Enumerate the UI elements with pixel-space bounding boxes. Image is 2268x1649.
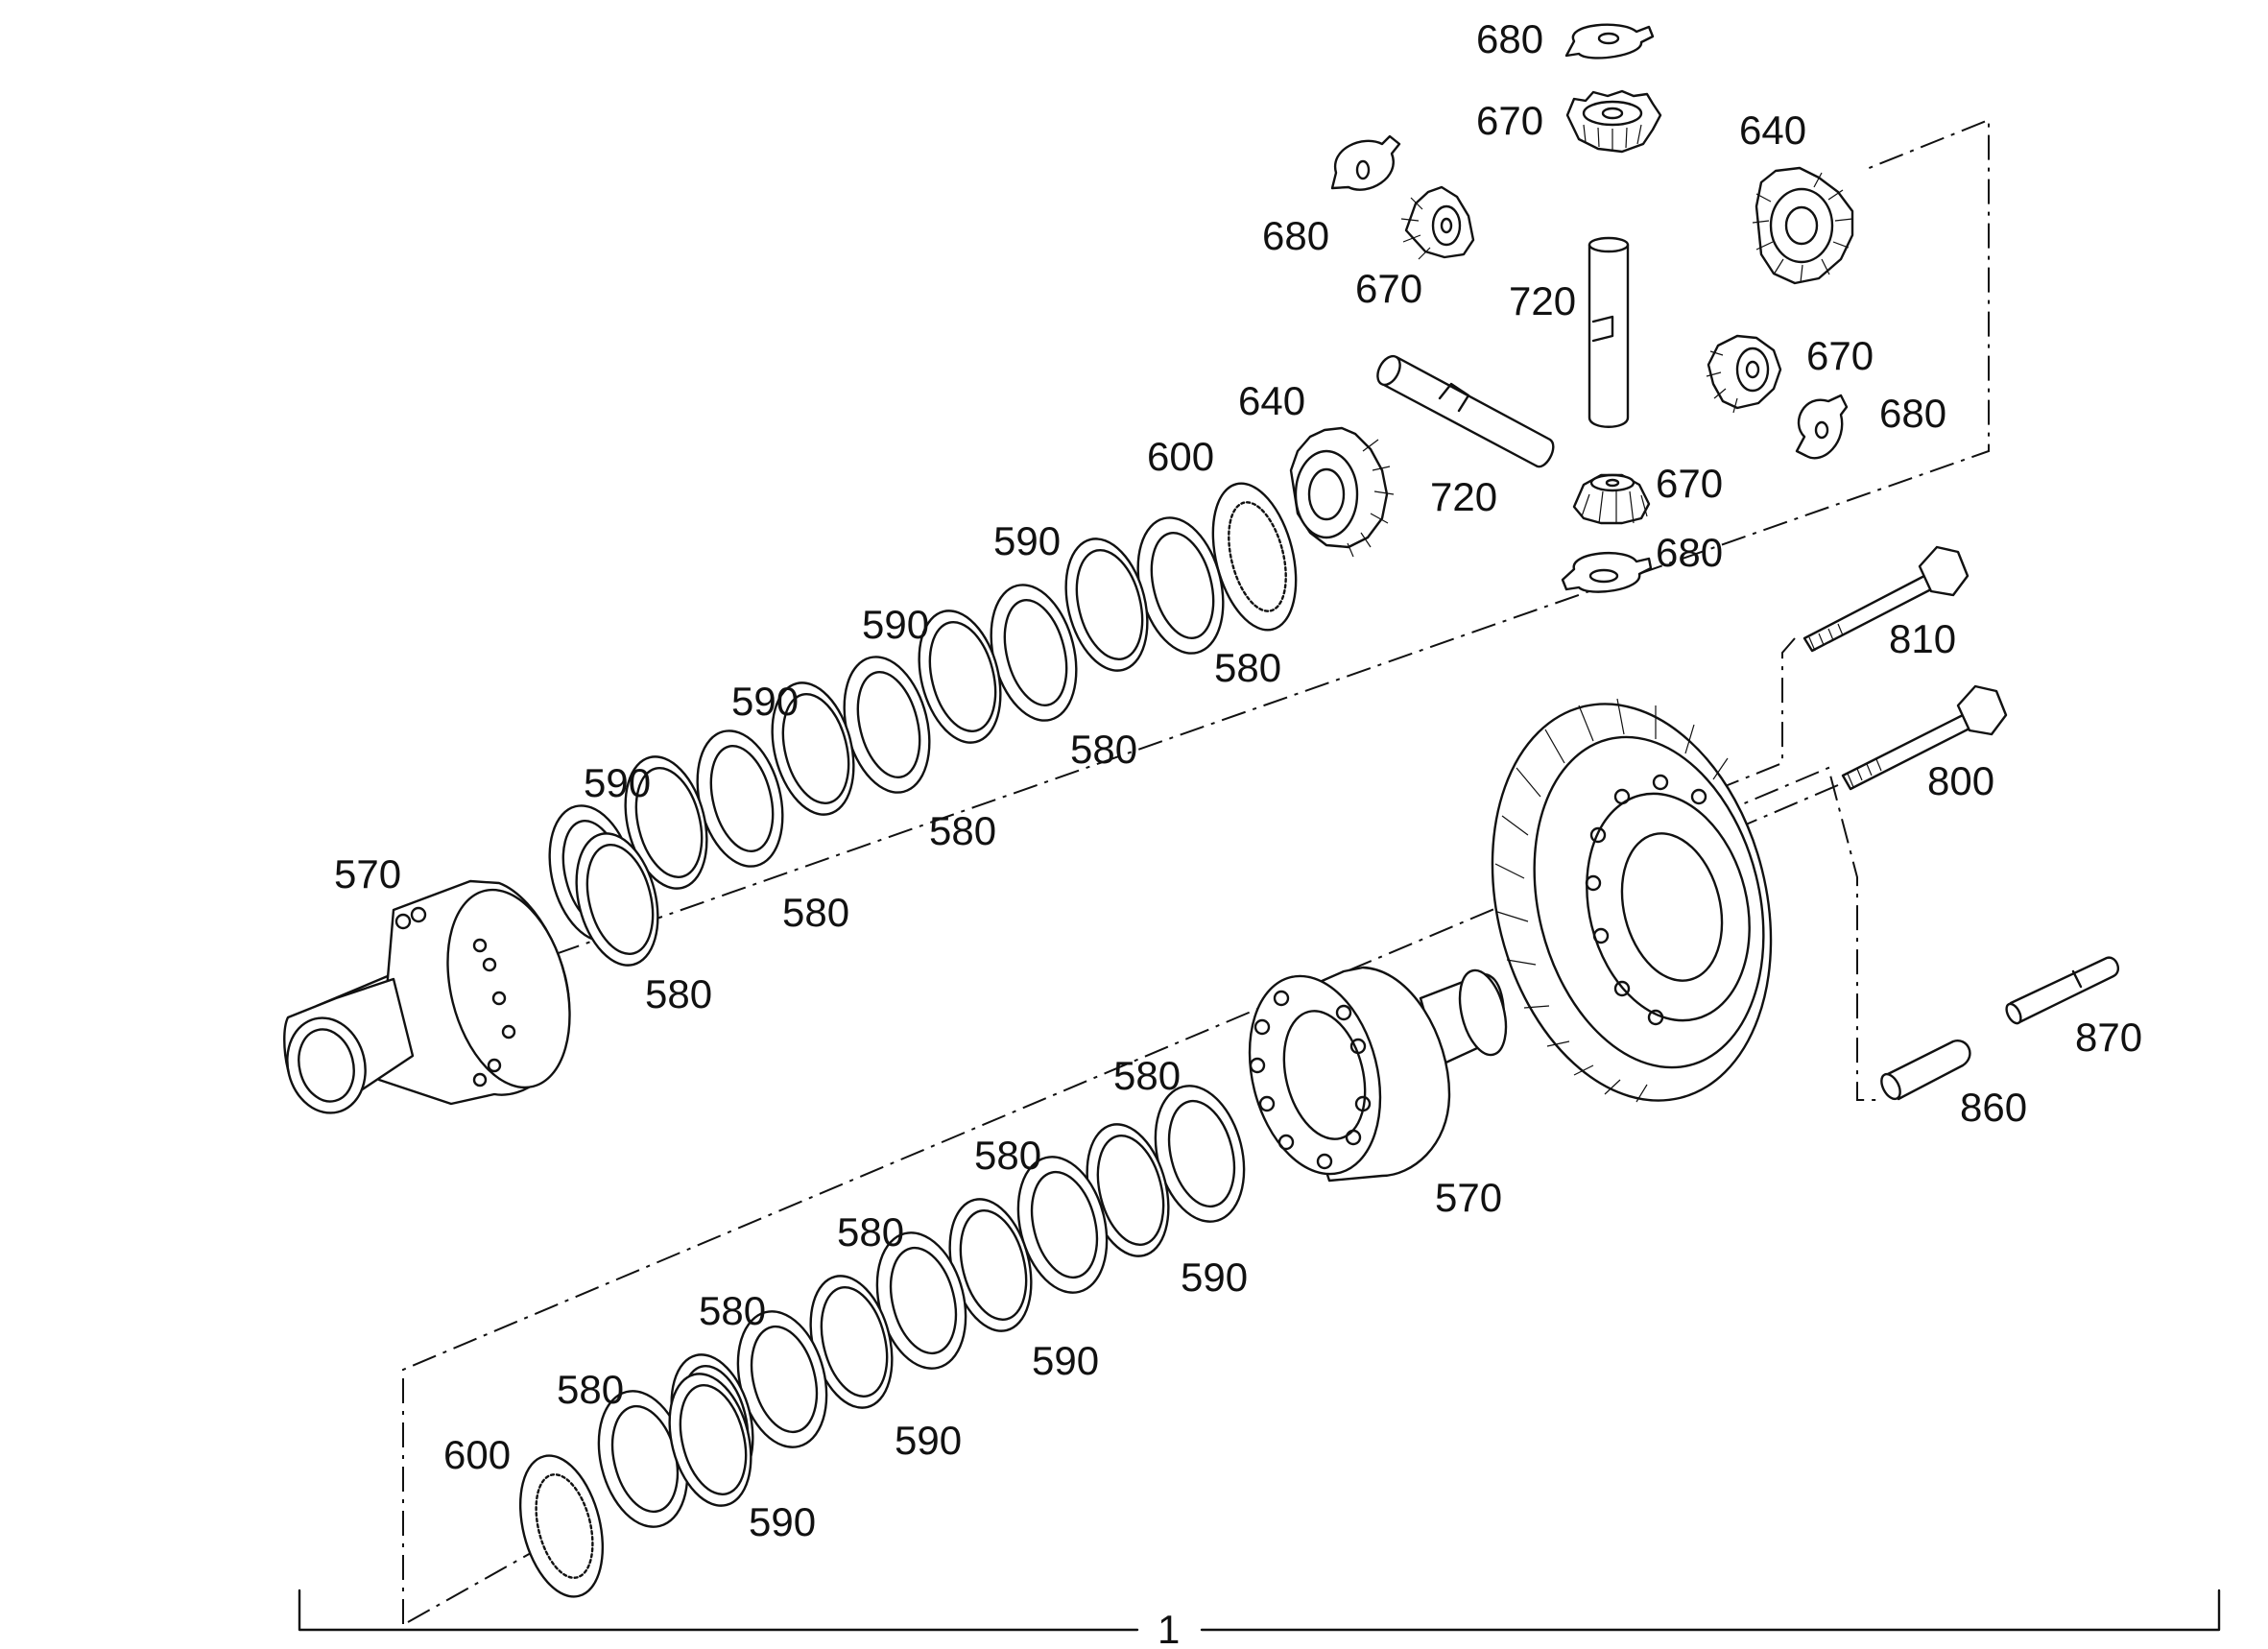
label-580: 580: [1214, 645, 1281, 690]
label-670: 670: [1656, 461, 1723, 506]
label-640: 640: [1238, 378, 1305, 423]
pin-860: [1880, 1040, 1971, 1101]
label-870: 870: [2075, 1015, 2142, 1060]
differential-housing-570-right: [1248, 966, 1508, 1183]
label-720: 720: [1430, 474, 1497, 519]
label-580: 580: [645, 971, 712, 1016]
label-570: 570: [334, 851, 401, 896]
label-590: 590: [731, 679, 799, 724]
cross-shaft-720-horizontal: [1376, 354, 1555, 468]
label-580: 580: [974, 1133, 1041, 1178]
bolt-810: [1802, 545, 1970, 653]
label-670: 670: [1476, 98, 1543, 143]
bolt-800: [1841, 684, 2008, 791]
friction-disc-590: [624, 755, 708, 890]
side-gear-640-right: [1752, 166, 1854, 285]
label-680: 680: [1656, 530, 1723, 575]
label-590: 590: [993, 518, 1061, 563]
friction-disc-590: [575, 832, 659, 967]
outer-disc-600-upper: [1211, 482, 1298, 632]
label-680: 680: [1879, 391, 1946, 436]
label-600: 600: [443, 1432, 511, 1477]
label-600: 600: [1147, 434, 1214, 479]
assembly-bracket: [298, 1589, 2221, 1632]
label-590: 590: [895, 1418, 962, 1463]
label-580: 580: [782, 890, 849, 935]
outer-disc-600-lower: [518, 1454, 605, 1598]
bolt-leader-810: [1717, 637, 1796, 790]
label-570: 570: [1435, 1175, 1502, 1220]
label-720: 720: [1509, 278, 1576, 323]
label-640: 640: [1739, 108, 1806, 153]
upper-disc-stack: [548, 516, 1225, 967]
friction-disc-590: [771, 681, 855, 816]
crown-wheel: [1491, 698, 1773, 1103]
label-580: 580: [699, 1288, 766, 1333]
label-670: 670: [1806, 333, 1874, 378]
steel-disc-580: [1154, 1085, 1246, 1223]
friction-disc-590: [948, 1198, 1033, 1332]
upper-group-outline: [388, 118, 1990, 1014]
label-590: 590: [749, 1499, 816, 1544]
friction-disc-590: [668, 1373, 752, 1507]
label-590: 590: [862, 602, 929, 647]
thrust-washer-680-bottom: [1561, 551, 1653, 593]
side-gear-640-left: [1289, 426, 1395, 558]
label-580: 580: [1113, 1053, 1181, 1098]
pinion-gear-670-right: [1706, 334, 1782, 414]
pinion-gear-670-top: [1565, 89, 1662, 154]
label-590: 590: [1032, 1338, 1099, 1383]
thrust-washer-680-top: [1564, 23, 1655, 60]
label-580: 580: [557, 1367, 624, 1412]
label-680: 680: [1262, 213, 1329, 258]
thrust-washer-680-left: [1330, 134, 1401, 191]
label-580: 580: [929, 808, 996, 853]
steel-disc-580: [843, 656, 931, 794]
label-670: 670: [1355, 266, 1422, 311]
roll-pin-870: [2005, 956, 2120, 1025]
label-680: 680: [1476, 16, 1543, 61]
label-860: 860: [1960, 1085, 2027, 1130]
friction-disc-590: [918, 609, 1002, 744]
label-580: 580: [837, 1209, 904, 1255]
label-800: 800: [1927, 758, 1994, 803]
differential-housing-570-left: [283, 879, 571, 1114]
label-590: 590: [584, 760, 651, 805]
assembly-label: 1: [1158, 1607, 1180, 1644]
bolt-leader-800: [1738, 784, 1839, 828]
thrust-washer-680-right: [1795, 394, 1849, 460]
friction-disc-590: [1064, 538, 1149, 672]
pinion-gear-670-bottom: [1572, 473, 1651, 525]
label-590: 590: [1181, 1255, 1248, 1300]
friction-disc-590: [809, 1275, 894, 1409]
lower-group-outline: [402, 766, 1883, 1624]
part-labels: 680 670 640 680 670 720 670 680 640 600 …: [334, 16, 2142, 1649]
label-810: 810: [1889, 616, 1956, 661]
label-580: 580: [1070, 727, 1137, 772]
cross-shaft-720-vertical: [1588, 236, 1630, 428]
lower-disc-stack: [597, 1085, 1246, 1528]
pinion-gear-670-left: [1400, 185, 1475, 260]
